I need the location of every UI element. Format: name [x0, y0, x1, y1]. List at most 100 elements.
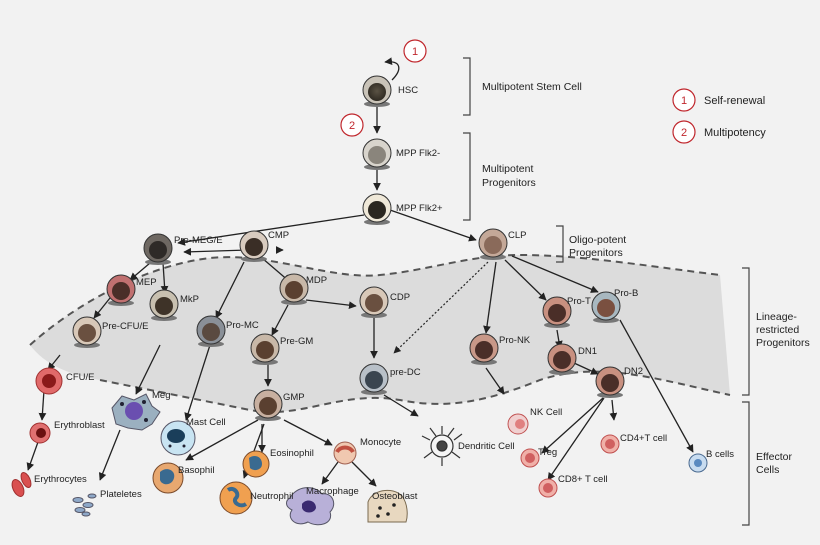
cmp-cell [239, 230, 269, 262]
label-pro-nk: Pro-NK [499, 335, 531, 346]
band-top-edge [29, 253, 721, 346]
self-renewal-arrow [384, 57, 400, 81]
label-neutrophil: Neutrophil [250, 491, 293, 502]
label-mkp: MkP [180, 294, 199, 305]
mkp-cell [149, 289, 179, 321]
dendritic-cell [421, 426, 463, 466]
erythroblast-cell [29, 422, 51, 444]
basophil-cell [152, 462, 184, 494]
pro-t-cell [542, 296, 572, 328]
label-b-cells: B cells [706, 449, 734, 460]
label-treg: Treg [538, 447, 557, 458]
clp-cell [478, 228, 508, 260]
label-basophil: Basophil [178, 465, 214, 476]
label-cd4-t-cell: CD4+T cell [620, 433, 667, 444]
pre-meg-e-cell [143, 233, 173, 265]
label-gmp: GMP [283, 392, 305, 403]
label-mdp: MDP [306, 275, 327, 286]
label-cdp: CDP [390, 292, 410, 303]
label-dn1: DN1 [578, 346, 597, 357]
label-pro-mc: Pro-MC [226, 320, 259, 331]
legend: 1 Self-renewal 2 Multipotency [672, 88, 766, 144]
bracket-oligo-2: Progenitors [569, 247, 623, 259]
self-renewal-badge: 1 [403, 39, 427, 63]
mpp-flk2-plus-cell [362, 193, 392, 225]
pro-b-cell [591, 291, 621, 323]
bracket-lineage-1: Lineage- [756, 311, 797, 323]
label-mpp-flk2-plus: MPP Flk2+ [396, 203, 443, 214]
label-cd8-t-cell: CD8+ T cell [558, 474, 608, 485]
label-cfu-e: CFU/E [66, 372, 95, 383]
label-pro-t: Pro-T [567, 296, 591, 307]
pro-mc-cell [196, 315, 226, 347]
pre-dc-cell [359, 363, 389, 395]
label-pre-cfu-e: Pre-CFU/E [102, 321, 148, 332]
cdp-cell [359, 286, 389, 318]
treg-cell [520, 448, 540, 468]
pro-nk-cell [469, 333, 499, 365]
label-monocyte: Monocyte [360, 437, 401, 448]
label-macrophage: Macrophage [306, 486, 359, 497]
bracket-effector-2: Cells [756, 464, 779, 476]
gmp-cell [253, 389, 283, 421]
label-dn2: DN2 [624, 366, 643, 377]
label-pre-dc: pre-DC [390, 367, 421, 378]
legend-num-2: 2 [681, 127, 687, 139]
label-dendritic-cell: Dendritic Cell [458, 441, 515, 452]
b-cell [688, 453, 708, 473]
label-mpp-flk2-minus: MPP Flk2- [396, 148, 440, 159]
label-pre-gm: Pre-GM [280, 336, 313, 347]
platelets-cell [72, 493, 97, 517]
mep-cell [106, 274, 136, 306]
cfu-e-cell [35, 367, 63, 395]
label-meg: Meg [152, 390, 170, 401]
label-erythroblast: Erythroblast [54, 420, 105, 431]
lineage-arrows [26, 107, 694, 487]
label-eosinophil: Eosinophil [270, 448, 314, 459]
hsc-cell [362, 75, 392, 107]
dn1-cell [547, 343, 577, 375]
nk-cell [507, 413, 529, 435]
label-hsc: HSC [398, 85, 418, 96]
pre-cfu-e-cell [72, 316, 102, 348]
label-clp: CLP [508, 230, 526, 241]
label-mast-cell: Mast Cell [186, 417, 226, 428]
label-pre-meg-e: Pre-MEG/E [174, 235, 223, 246]
bracket-lineage-2: restricted [756, 324, 799, 336]
label-platelets: Plateletes [100, 489, 142, 500]
erythrocytes-cell [11, 472, 32, 497]
bracket-effector-1: Effector [756, 451, 792, 463]
cd8-t-cell [538, 478, 558, 498]
bracket-multipotent-2: Progenitors [482, 177, 536, 189]
bracket-lineage-3: Progenitors [756, 337, 810, 349]
label-nk-cell: NK Cell [530, 407, 562, 418]
clp-to-predc-dotted-arrow [393, 261, 489, 354]
svg-text:1: 1 [412, 46, 418, 58]
meg-cell [111, 393, 161, 431]
label-cmp: CMP [268, 230, 289, 241]
bracket-oligo-1: Oligo-potent [569, 234, 626, 246]
osteoblast-cell [367, 489, 408, 523]
label-mep: MEP [136, 277, 157, 288]
svg-text:2: 2 [349, 120, 355, 132]
mast-cell [160, 420, 196, 456]
legend-num-1: 1 [681, 95, 687, 107]
mpp-flk2-minus-cell [362, 138, 392, 170]
label-osteoblast: Osteoblast [372, 491, 418, 502]
monocyte-cell [333, 441, 357, 465]
legend-self-renewal: Self-renewal [704, 95, 765, 107]
neutrophil-cell [219, 481, 253, 515]
dn2-cell [595, 366, 625, 398]
bracket-multipotent-stem: Multipotent Stem Cell [482, 81, 582, 93]
label-pro-b: Pro-B [614, 288, 638, 299]
pre-gm-cell [250, 333, 280, 365]
cd4-t-cell [600, 434, 620, 454]
eosinophil-cell [242, 450, 270, 478]
legend-multipotency: Multipotency [704, 127, 766, 139]
mdp-cell [279, 273, 309, 305]
brackets [463, 57, 750, 526]
bracket-multipotent-1: Multipotent [482, 163, 533, 175]
macrophage-cell [286, 487, 335, 526]
label-erythrocytes: Erythrocytes [34, 474, 87, 485]
